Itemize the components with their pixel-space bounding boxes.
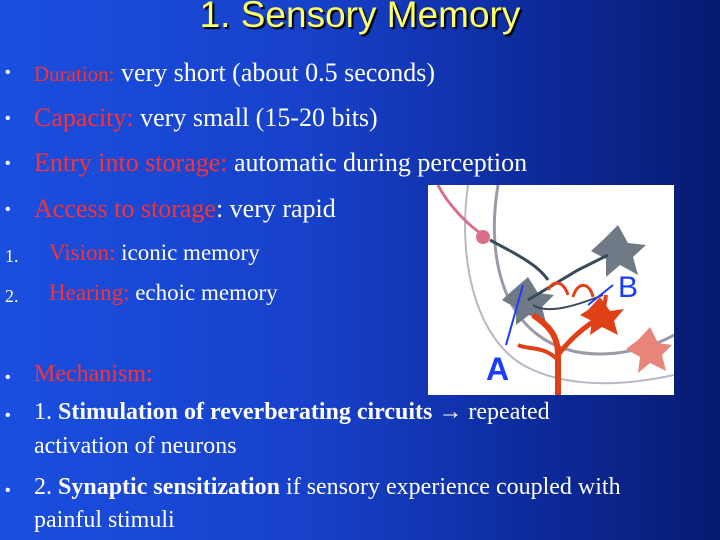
vision-label: Vision: [49, 240, 116, 265]
item2-line1: if sensory experience coupled with [280, 474, 621, 500]
bullet-marker: • [5, 155, 11, 172]
bullet-marker: • [5, 407, 11, 424]
arrow-icon: → [438, 399, 463, 425]
bullet-marker: • [5, 64, 11, 81]
entry-label: Entry into storage: [34, 148, 228, 177]
mechanism-item-2: 2. Synaptic sensitization if sensory exp… [34, 474, 621, 501]
list-number: 1. [5, 246, 19, 266]
item1-number: 1. [34, 399, 52, 425]
item1-line1: repeated [462, 399, 550, 425]
item2-number: 2. [34, 474, 52, 500]
bullet-marker: • [5, 369, 11, 386]
duration-label: Duration: [34, 62, 115, 86]
item1-bold: Stimulation of reverberating circuits [58, 399, 433, 425]
mechanism-heading: Mechanism: [34, 361, 153, 388]
capacity-label: Capacity: [34, 103, 134, 132]
neuron-diagram: A B [428, 184, 675, 395]
list-number: 2. [5, 286, 19, 306]
item2-bold: Synaptic sensitization [58, 474, 281, 500]
bullet-marker: • [5, 482, 11, 499]
bullet-marker: • [5, 201, 11, 218]
label-b: B [618, 271, 638, 304]
hearing-text: echoic memory [129, 280, 278, 305]
bullet-access: Access to storage: very rapid [34, 194, 336, 224]
bullet-capacity: Capacity: very small (15-20 bits) [34, 103, 378, 133]
duration-text: very short (about 0.5 seconds) [114, 58, 436, 87]
access-text: : very rapid [215, 194, 336, 223]
slide-title: 1. Sensory Memory [199, 0, 521, 35]
access-label: Access to storage [34, 194, 216, 223]
item2-line2: painful stimuli [34, 507, 175, 533]
bullet-duration: Duration: very short (about 0.5 seconds) [34, 58, 435, 88]
vision-text: iconic memory [115, 240, 260, 265]
mechanism-item-1: 1. Stimulation of reverberating circuits… [34, 399, 550, 426]
bullet-entry: Entry into storage: automatic during per… [34, 148, 527, 178]
mechanism-label: Mechanism: [34, 361, 153, 387]
item1-line2: activation of neurons [34, 433, 237, 459]
label-a: A [486, 351, 509, 387]
capacity-text: very small (15-20 bits) [133, 103, 378, 132]
hearing-label: Hearing: [49, 280, 130, 305]
item-vision: Vision: iconic memory [49, 240, 260, 266]
item-hearing: Hearing: echoic memory [49, 280, 278, 306]
neuron-illustration: A B [436, 184, 675, 395]
bullet-marker: • [5, 110, 11, 127]
entry-text: automatic during perception [227, 148, 528, 177]
